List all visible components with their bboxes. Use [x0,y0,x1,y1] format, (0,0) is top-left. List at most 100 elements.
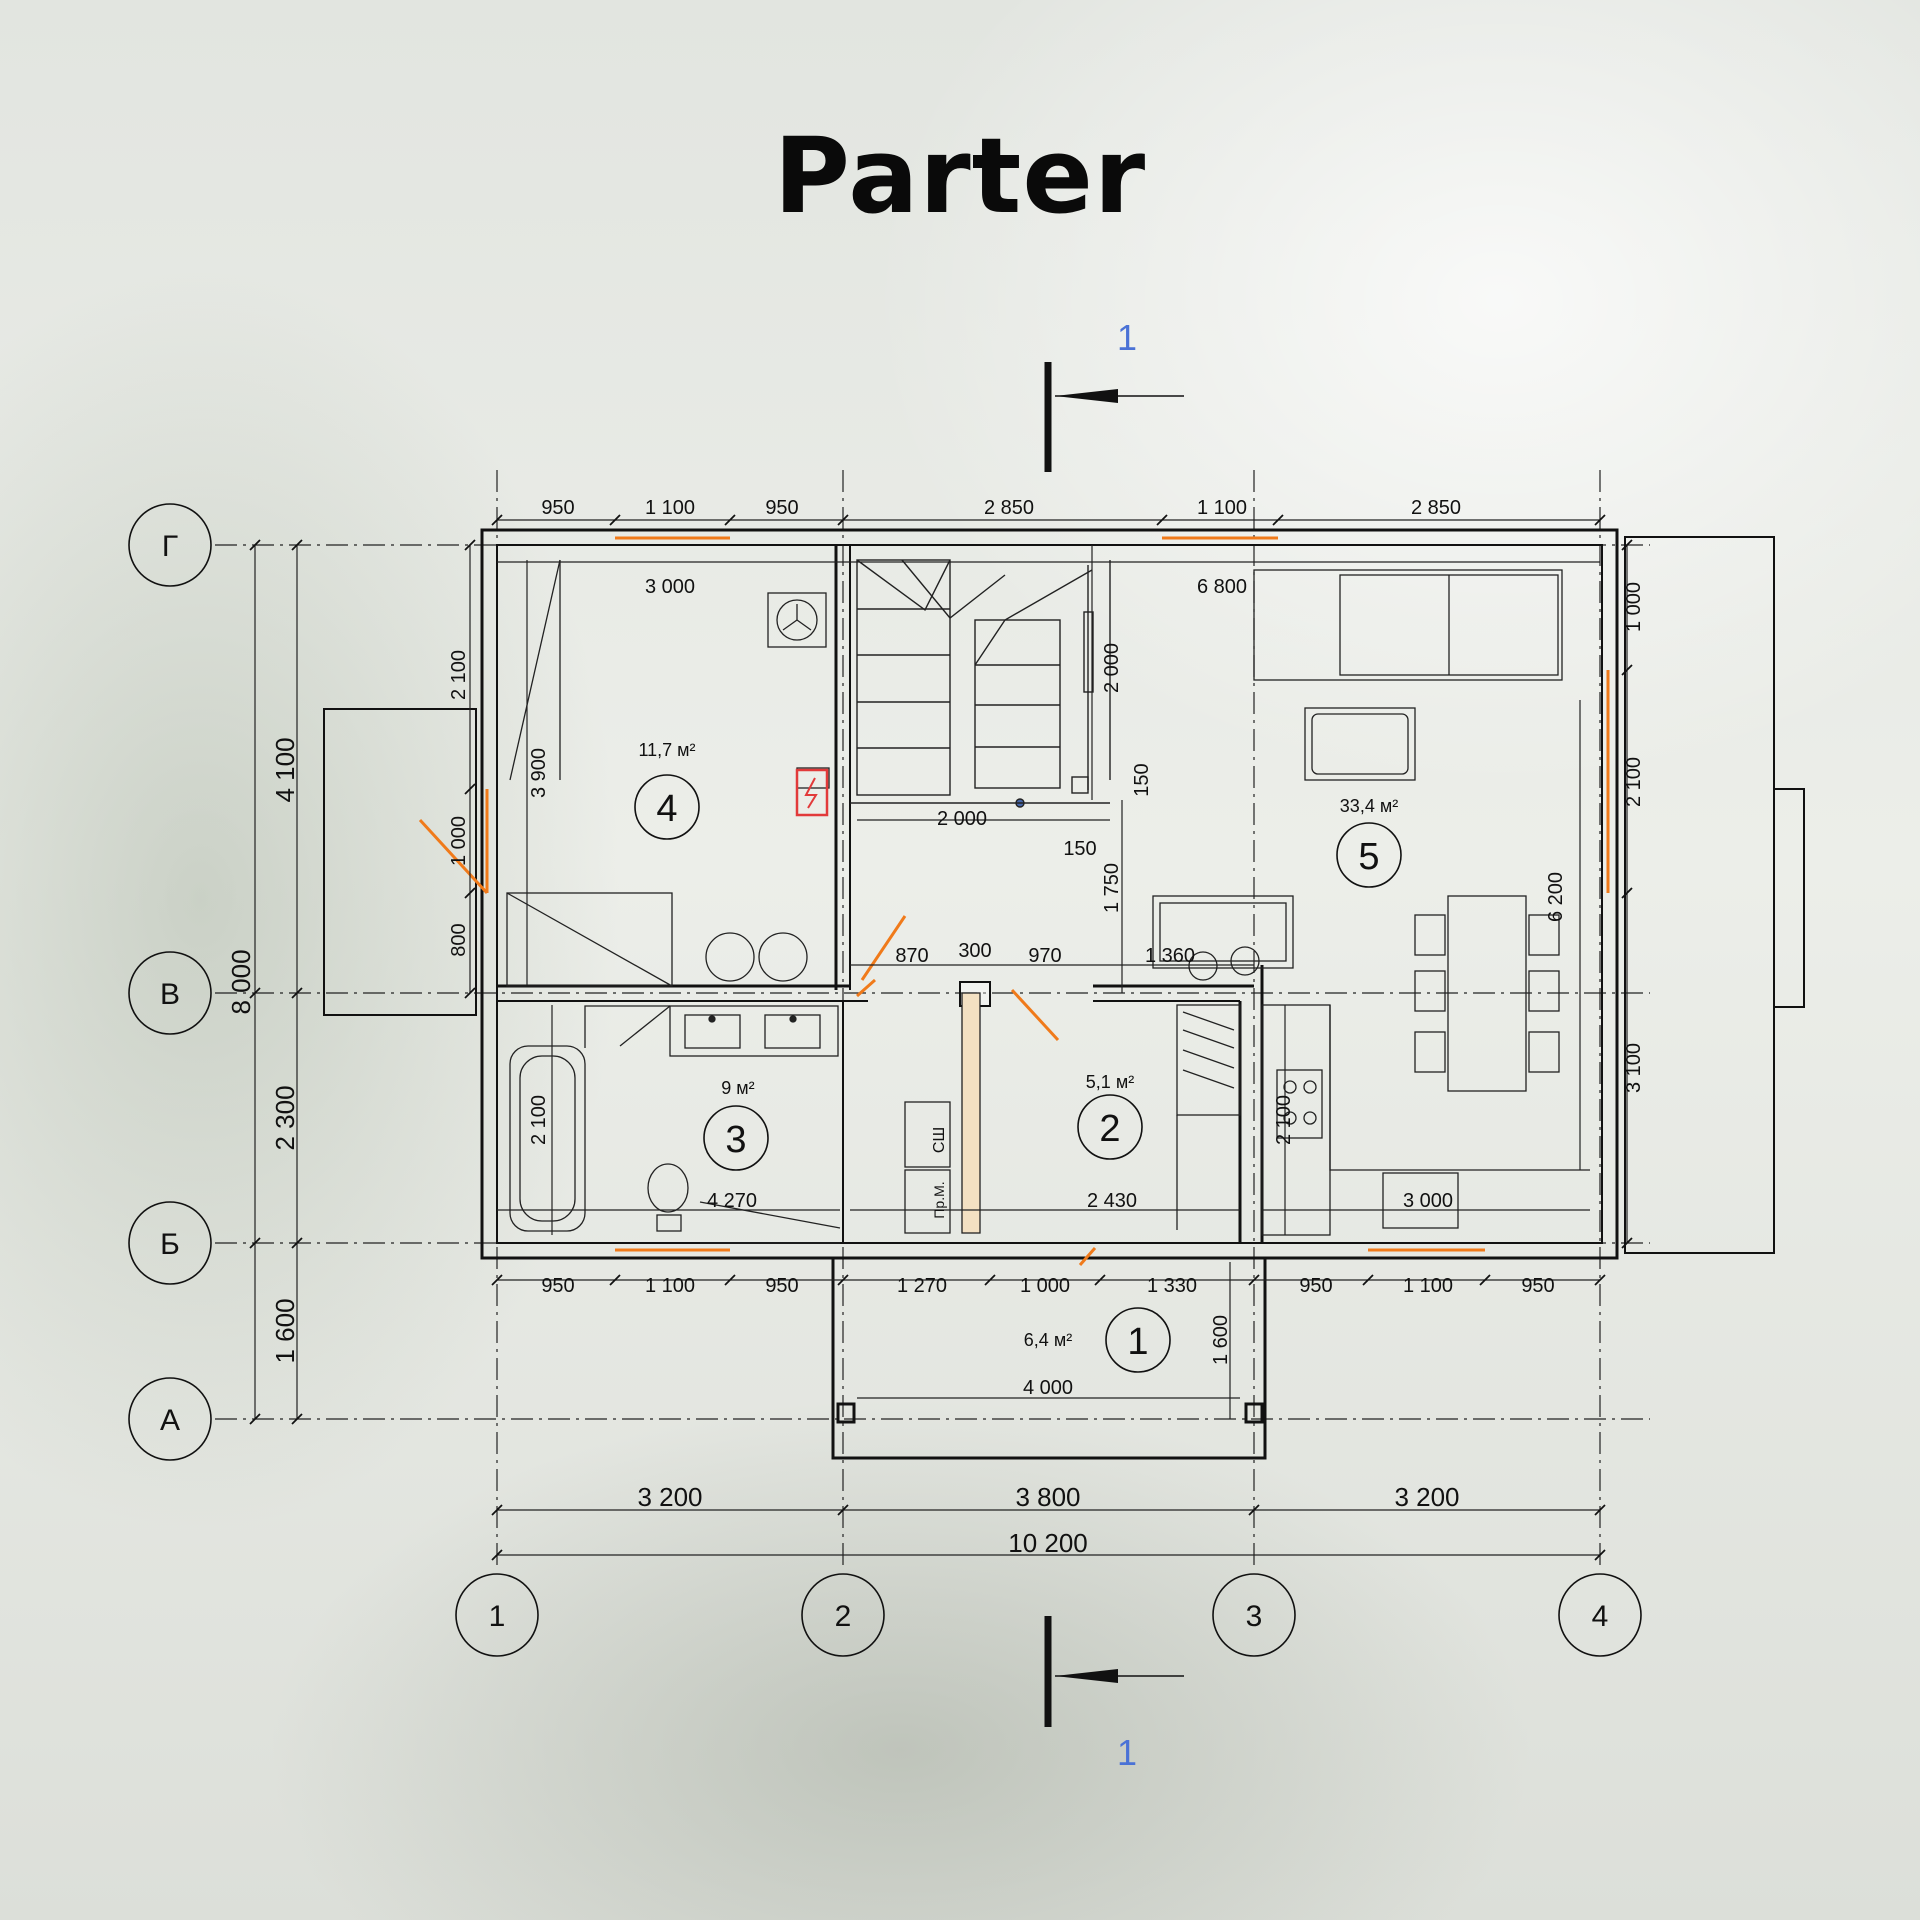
dimension-tick [1362,1274,1374,1286]
dim-label: 950 [541,497,574,519]
dim-label: 4 270 [707,1190,757,1212]
dimension-tick [491,514,503,526]
room-number: 1 [1127,1321,1148,1363]
axis-col-label: 1 [489,1600,506,1633]
dimension-tick [491,1274,503,1286]
dimension-tick [1621,1237,1633,1249]
dimension-tick [249,1413,261,1425]
dim-label: 10 200 [1008,1528,1088,1558]
dim-label: 6 200 [1545,872,1567,922]
shaft-label: СШ [931,1127,948,1153]
axis-row-label: Б [160,1228,180,1261]
dim-label: 950 [765,1275,798,1297]
dim-label: 1 000 [1623,582,1645,632]
dimension-tick [1621,539,1633,551]
axis-row-label: А [160,1404,180,1437]
room-area: 11,7 м² [638,740,695,760]
dimension-tick [837,1274,849,1286]
room-number: 4 [656,788,677,830]
axis-bubbles: Г В Б А 1 2 3 4 [128,503,1642,1657]
dim-label: 3 200 [637,1482,702,1512]
wardrobe [1176,1004,1241,1230]
dim-label: 950 [1299,1275,1332,1297]
dimension-tick [464,539,476,551]
dim-label: 150 [1063,838,1096,860]
windows [418,536,1610,1266]
dim-label: 2 300 [270,1085,300,1150]
dimension-tick [464,987,476,999]
dimension-tick [291,1237,303,1249]
dimension-tick [1594,1549,1606,1561]
room-area: 5,1 м² [1086,1072,1134,1092]
room-number: 3 [725,1119,746,1161]
axis-grid [215,470,1650,1565]
dimension-tick [1248,1504,1260,1516]
dim-label: 3 100 [1623,1043,1645,1093]
dim-label: 2 000 [1101,643,1123,693]
dimension-tick [724,1274,736,1286]
staircase [850,559,1111,808]
dimension-tick [837,514,849,526]
dimension-tick [464,783,476,795]
room-area: 33,4 м² [1340,796,1398,816]
dim-label: 970 [1028,945,1061,967]
dim-label: 4 000 [1023,1377,1073,1399]
dimension-ticks [249,514,1633,1561]
dimension-tick [1479,1274,1491,1286]
electric-panel-icon [795,768,829,817]
dim-label: 870 [895,945,928,967]
walls [480,528,1619,1460]
room-area: 6,4 м² [1024,1330,1072,1350]
room-number: 5 [1358,836,1379,878]
dimension-tick [249,987,261,999]
dim-label: 1 270 [897,1275,947,1297]
dim-label: 3 900 [528,748,550,798]
closet-label: Пр.М. [931,1181,947,1218]
dim-label: 3 800 [1015,1482,1080,1512]
dimension-tick [1594,1504,1606,1516]
dim-label: 950 [1521,1275,1554,1297]
dimension-tick [291,539,303,551]
section-mark-top: 1 [1044,317,1184,472]
dimension-tick [837,1504,849,1516]
dim-label: 1 330 [1147,1275,1197,1297]
dim-label: 1 000 [1020,1275,1070,1297]
dim-label: 150 [1131,763,1153,796]
room4-fixtures [506,559,830,987]
dimension-tick [1094,1274,1106,1286]
dim-label: 1 100 [1197,497,1247,519]
dim-label: 1 600 [1210,1315,1232,1365]
axis-col-label: 4 [1592,1600,1609,1633]
dim-label: 2 100 [1623,757,1645,807]
dimension-tick [984,1274,996,1286]
dim-label: 4 100 [270,737,300,802]
dimension-tick [491,1504,503,1516]
room-number: 2 [1099,1108,1120,1150]
dim-label: 1 600 [270,1298,300,1363]
dimension-tick [491,1549,503,1561]
dimension-tick [1594,514,1606,526]
room-area: 9 м² [721,1078,754,1098]
dim-label: 1 100 [1403,1275,1453,1297]
dim-label: 1 000 [448,816,470,866]
dim-label: 1 100 [645,1275,695,1297]
dimension-tick [464,887,476,899]
dimension-texts: 950 1 100 950 2 850 1 100 2 850 3 000 6 … [226,497,1645,1558]
dimension-tick [1156,514,1168,526]
dim-label: 2 850 [1411,497,1461,519]
dimension-tick [1272,514,1284,526]
living-furniture [1152,569,1590,1236]
dimension-tick [1594,1274,1606,1286]
bathroom-fixtures [509,992,981,1244]
section-label-top: 1 [1117,317,1137,358]
dimension-tick [249,539,261,551]
dim-label: 2 000 [937,808,987,830]
dim-label: 3 000 [645,576,695,598]
room-labels: 1 6,4 м² 2 5,1 м² 3 9 м² 4 11,7 м² 5 33,… [634,740,1402,1373]
dim-label: 3 000 [1403,1190,1453,1212]
axis-col-label: 3 [1246,1600,1263,1633]
dim-label: 3 200 [1394,1482,1459,1512]
dimension-tick [609,1274,621,1286]
dim-label: 2 850 [984,497,1034,519]
